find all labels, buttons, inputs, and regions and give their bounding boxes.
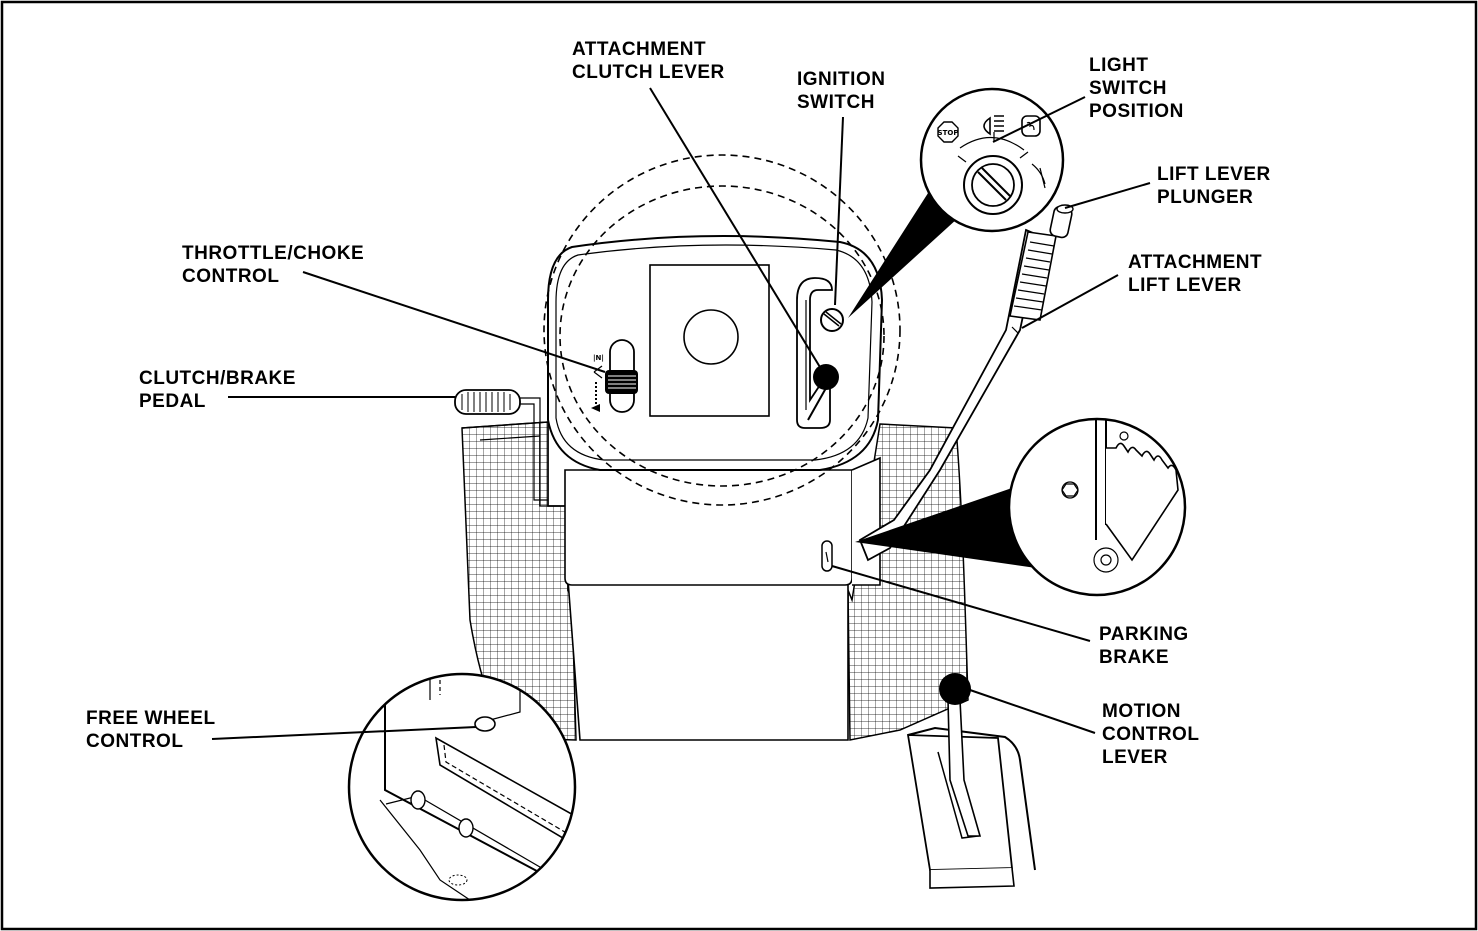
throttle-choke-slot: |N| bbox=[591, 339, 638, 413]
label-light-switch-position: LIGHT SWITCH POSITION bbox=[1089, 55, 1184, 122]
lift-lever-grip bbox=[1009, 231, 1057, 321]
svg-text:THROTTLE/CHOKE: THROTTLE/CHOKE bbox=[182, 243, 364, 264]
svg-text:CLUTCH LEVER: CLUTCH LEVER bbox=[572, 62, 725, 83]
svg-text:LIFT LEVER: LIFT LEVER bbox=[1157, 164, 1271, 185]
svg-text:|N|: |N| bbox=[593, 354, 604, 363]
label-parking-brake: PARKING BRAKE bbox=[1099, 624, 1189, 668]
svg-text:CONTROL: CONTROL bbox=[182, 266, 279, 287]
dashed-outline-inner bbox=[559, 185, 885, 487]
center-circle bbox=[683, 309, 739, 365]
svg-text:SWITCH: SWITCH bbox=[797, 92, 875, 113]
label-ignition-switch: IGNITION SWITCH bbox=[797, 69, 885, 113]
label-attachment-lift-lever: ATTACHMENT LIFT LEVER bbox=[1128, 252, 1262, 296]
label-free-wheel-control: FREE WHEEL CONTROL bbox=[86, 708, 216, 752]
svg-text:LEVER: LEVER bbox=[1102, 747, 1168, 768]
svg-text:MOTION: MOTION bbox=[1102, 701, 1181, 722]
headlight-icon bbox=[983, 115, 1004, 136]
label-motion-control-lever: MOTION CONTROL LEVER bbox=[1102, 701, 1199, 768]
parking-brake-magnifier bbox=[855, 417, 1187, 597]
svg-text:SWITCH: SWITCH bbox=[1089, 78, 1167, 99]
label-throttle-choke-control: THROTTLE/CHOKE CONTROL bbox=[182, 243, 364, 287]
label-attachment-clutch-lever: ATTACHMENT CLUTCH LEVER bbox=[572, 39, 725, 83]
label-lift-lever-plunger: LIFT LEVER PLUNGER bbox=[1157, 164, 1271, 208]
parking-brake-lever bbox=[821, 540, 833, 572]
label-clutch-brake-pedal: CLUTCH/BRAKE PEDAL bbox=[139, 368, 296, 412]
clutch-brake-pedal bbox=[454, 389, 560, 507]
svg-text:FREE WHEEL: FREE WHEEL bbox=[86, 708, 216, 729]
svg-text:BRAKE: BRAKE bbox=[1099, 647, 1169, 668]
svg-text:PLUNGER: PLUNGER bbox=[1157, 187, 1253, 208]
svg-text:POSITION: POSITION bbox=[1089, 101, 1184, 122]
svg-text:ATTACHMENT: ATTACHMENT bbox=[572, 39, 706, 60]
svg-text:ATTACHMENT: ATTACHMENT bbox=[1128, 252, 1262, 273]
ignition-key bbox=[820, 308, 844, 332]
leader-lines bbox=[211, 87, 1151, 740]
dashed-outline-outer bbox=[543, 154, 901, 506]
svg-text:CONTROL: CONTROL bbox=[1102, 724, 1199, 745]
right-side-panel bbox=[851, 456, 881, 586]
svg-text:PEDAL: PEDAL bbox=[139, 391, 206, 412]
svg-text:CONTROL: CONTROL bbox=[86, 731, 183, 752]
center-body bbox=[564, 469, 853, 586]
stop-symbol-icon: STOP bbox=[937, 121, 959, 143]
floor-tunnel bbox=[567, 579, 849, 741]
motion-control-lever-assembly bbox=[906, 673, 1036, 889]
svg-text:LIGHT: LIGHT bbox=[1089, 55, 1149, 76]
attachment-clutch-slot bbox=[796, 277, 833, 429]
svg-text:PARKING: PARKING bbox=[1099, 624, 1189, 645]
svg-text:LIFT LEVER: LIFT LEVER bbox=[1128, 275, 1242, 296]
svg-text:IGNITION: IGNITION bbox=[797, 69, 885, 90]
svg-text:CLUTCH/BRAKE: CLUTCH/BRAKE bbox=[139, 368, 296, 389]
attachment-lift-lever bbox=[858, 204, 1074, 562]
svg-text:STOP: STOP bbox=[938, 129, 959, 137]
